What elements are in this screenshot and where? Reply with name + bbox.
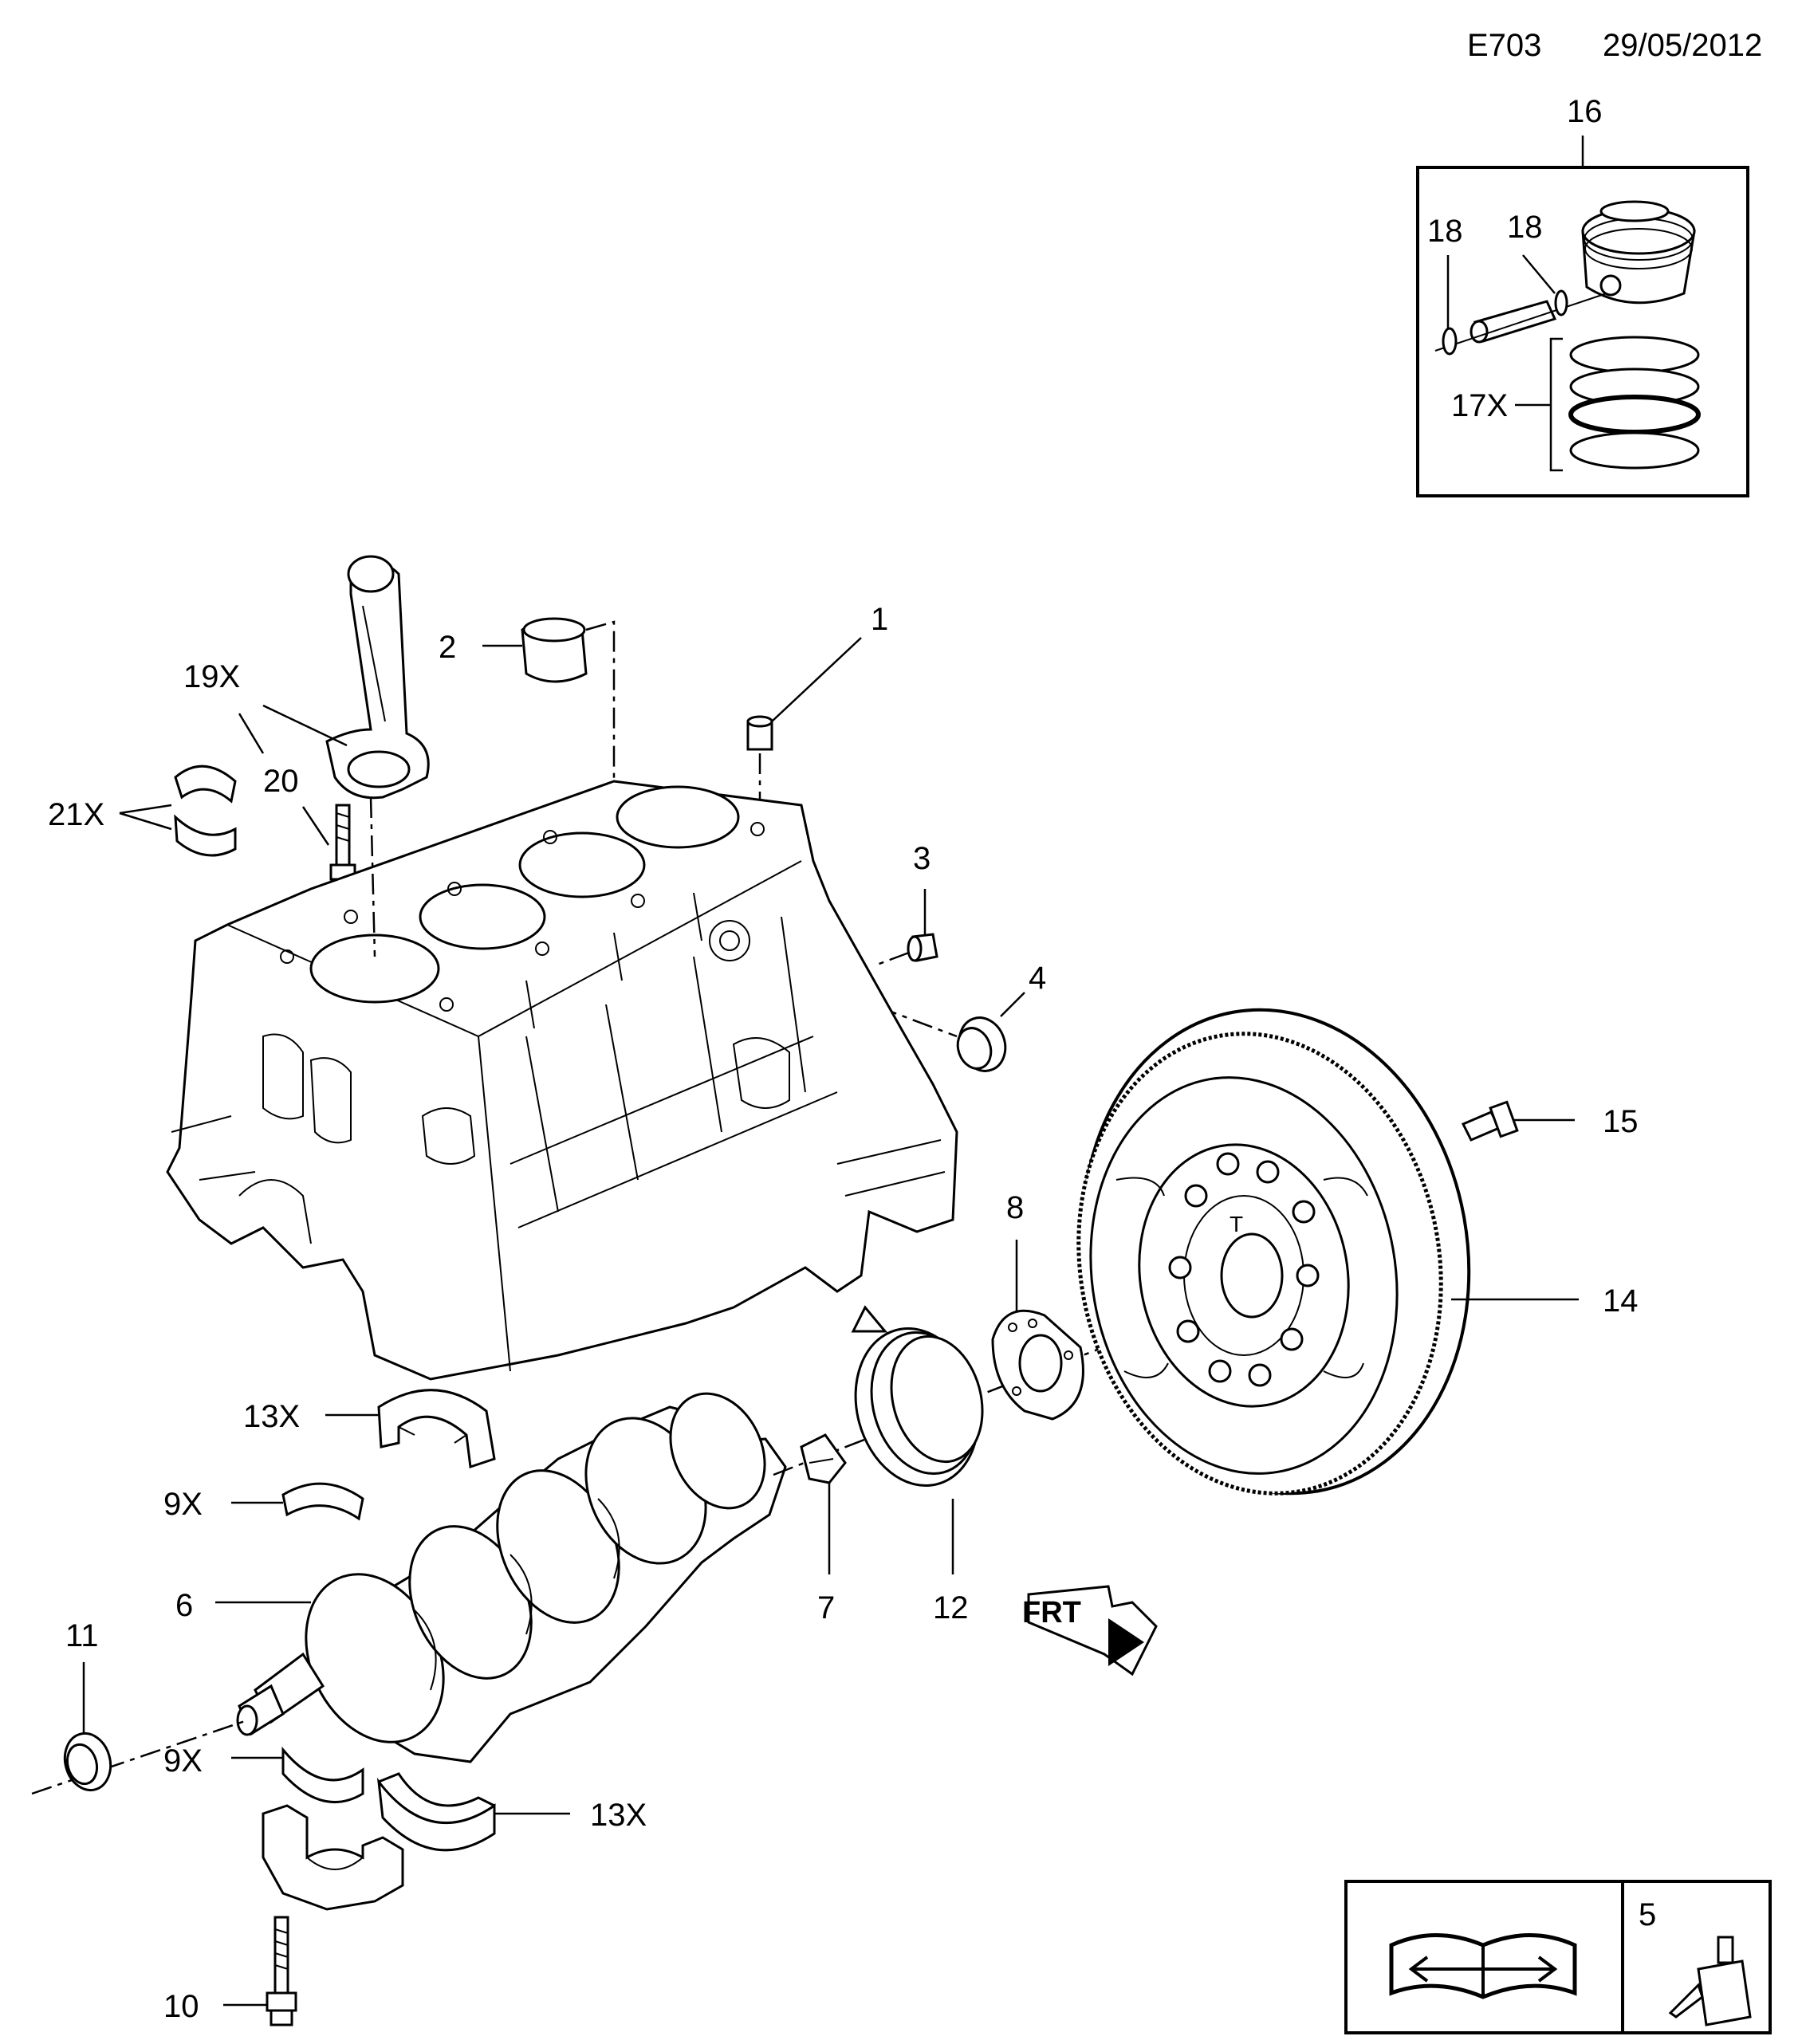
piston-inset: 16 18 18 17X [1416,94,1749,497]
callout-6: 6 [175,1588,193,1623]
callout-11: 11 [65,1618,99,1653]
repair-manual-wrench-icon [1389,1933,1577,1999]
sealant-tube-icon [1668,1936,1752,2026]
cylinder-block [166,780,958,1381]
callout-7: 7 [817,1590,835,1625]
dowel-pin [746,715,773,751]
callout-13-bottom: 13X [590,1798,647,1833]
legend-box: 5 [1344,1880,1772,2034]
diagram-code: E703 [1467,28,1541,63]
circlip-left [1442,327,1458,356]
flywheel-bolt [1461,1100,1519,1142]
expansion-plug [521,617,588,683]
callout-13-top: 13X [243,1399,300,1434]
cylinder-bore-2 [419,883,546,950]
callout-19: 19X [183,659,240,694]
callout-8: 8 [1006,1190,1024,1225]
piston [1581,200,1696,305]
thrust-bearing-lower [376,1772,496,1852]
main-bearing-shell-upper [281,1482,364,1521]
callout-17: 17X [1451,388,1508,423]
main-bearing-cap [262,1804,404,1911]
callout-18-right: 18 [1507,210,1543,245]
thrust-bearing-upper [377,1389,496,1469]
callout-18-left: 18 [1427,214,1463,249]
bore-seal [956,1016,1007,1072]
rear-main-seal [851,1305,984,1488]
oil-gallery-plug [907,933,938,962]
callout-4: 4 [1029,961,1046,996]
flywheel: T [1076,1008,1471,1496]
front-oil-seal [63,1732,112,1792]
circlip-right [1554,289,1568,316]
diagram-date: 29/05/2012 [1603,28,1762,63]
front-direction-marker: FRT [1022,1585,1158,1676]
callout-9-top: 9X [163,1487,203,1522]
callout-20: 20 [263,764,299,799]
callout-2: 2 [439,630,456,665]
reluctor-plate [991,1309,1084,1421]
piston-pin [1434,293,1607,352]
callout-21: 21X [48,797,104,832]
cylinder-bore-4 [616,785,740,849]
conrod-bolt [329,804,356,881]
main-bearing-bolt [266,1916,297,2026]
callout-10: 10 [163,1989,199,2024]
cylinder-bore-1 [309,934,440,1004]
connecting-rod [325,555,430,800]
crankshaft-sprocket [800,1433,847,1484]
callout-15: 15 [1603,1104,1639,1139]
crankshaft [236,1392,787,1763]
cylinder-bore-3 [518,831,646,898]
callout-12: 12 [933,1590,969,1625]
callout-14: 14 [1603,1283,1639,1319]
main-bearing-shell-lower [281,1746,364,1804]
conrod-bearing-shells [174,765,237,857]
callout-9-bottom: 9X [163,1743,203,1779]
frt-label: FRT [1022,1596,1081,1629]
callout-5: 5 [1639,1897,1656,1932]
callout-16: 16 [1567,94,1603,129]
flywheel-mark: T [1230,1212,1243,1236]
piston-rings [1568,336,1701,470]
callout-1: 1 [871,602,888,637]
callout-3: 3 [913,841,931,876]
